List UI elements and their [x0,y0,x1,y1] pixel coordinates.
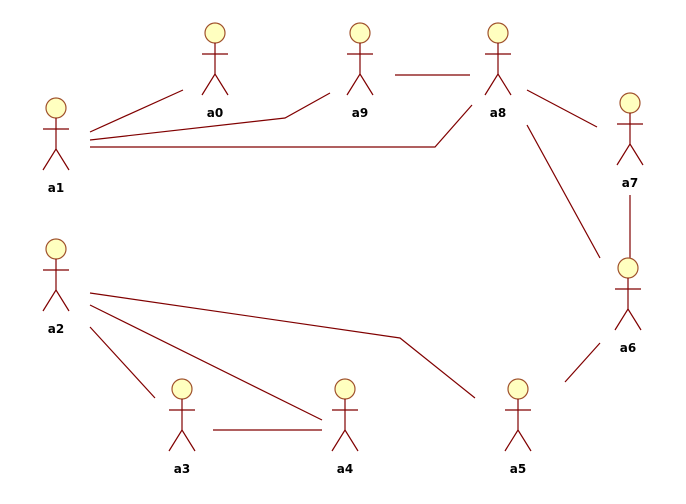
actor-label: a2 [48,322,64,336]
association-a6-a5[interactable] [564,342,601,383]
actor-label: a5 [510,462,526,476]
actor-head [45,238,67,260]
association-a2-a3[interactable] [89,326,156,399]
actor-legs [42,288,70,312]
association-a1-a0[interactable] [89,89,184,133]
actor-head [619,92,641,114]
actor-label: a6 [620,341,636,355]
actor-head [617,257,639,279]
actor-label: a3 [174,462,190,476]
actor-legs [42,147,70,171]
actor-legs [201,72,229,96]
actor-a2[interactable]: a2 [42,238,70,336]
actor-label: a8 [490,106,506,120]
association-a2-a5[interactable] [89,292,476,399]
actor-legs [331,428,359,452]
actor-head [507,378,529,400]
association-a2-a4[interactable] [89,304,323,421]
actor-a9[interactable]: a9 [346,22,374,120]
actor-a7[interactable]: a7 [616,92,644,190]
actor-head [204,22,226,44]
actor-legs [504,428,532,452]
actor-legs [168,428,196,452]
association-a8-a7[interactable] [526,89,598,128]
actor-head [334,378,356,400]
actor-a4[interactable]: a4 [331,378,359,476]
association-a1-a8[interactable] [90,104,473,148]
actor-label: a9 [352,106,368,120]
actor-label: a4 [337,462,353,476]
actor-a3[interactable]: a3 [168,378,196,476]
actor-head [171,378,193,400]
actor-a6[interactable]: a6 [614,257,642,355]
actor-legs [614,307,642,331]
association-a8-a6[interactable] [526,124,601,259]
actor-a5[interactable]: a5 [504,378,532,476]
actor-a8[interactable]: a8 [484,22,512,120]
actor-a0[interactable]: a0 [201,22,229,120]
actor-label: a1 [48,181,64,195]
actor-head [349,22,371,44]
actor-legs [346,72,374,96]
actor-label: a7 [622,176,638,190]
actor-legs [616,142,644,166]
actor-legs [484,72,512,96]
actor-head [487,22,509,44]
association-a1-a9[interactable] [89,92,331,141]
actor-a1[interactable]: a1 [42,97,70,195]
actor-head [45,97,67,119]
actor-label: a0 [207,106,223,120]
